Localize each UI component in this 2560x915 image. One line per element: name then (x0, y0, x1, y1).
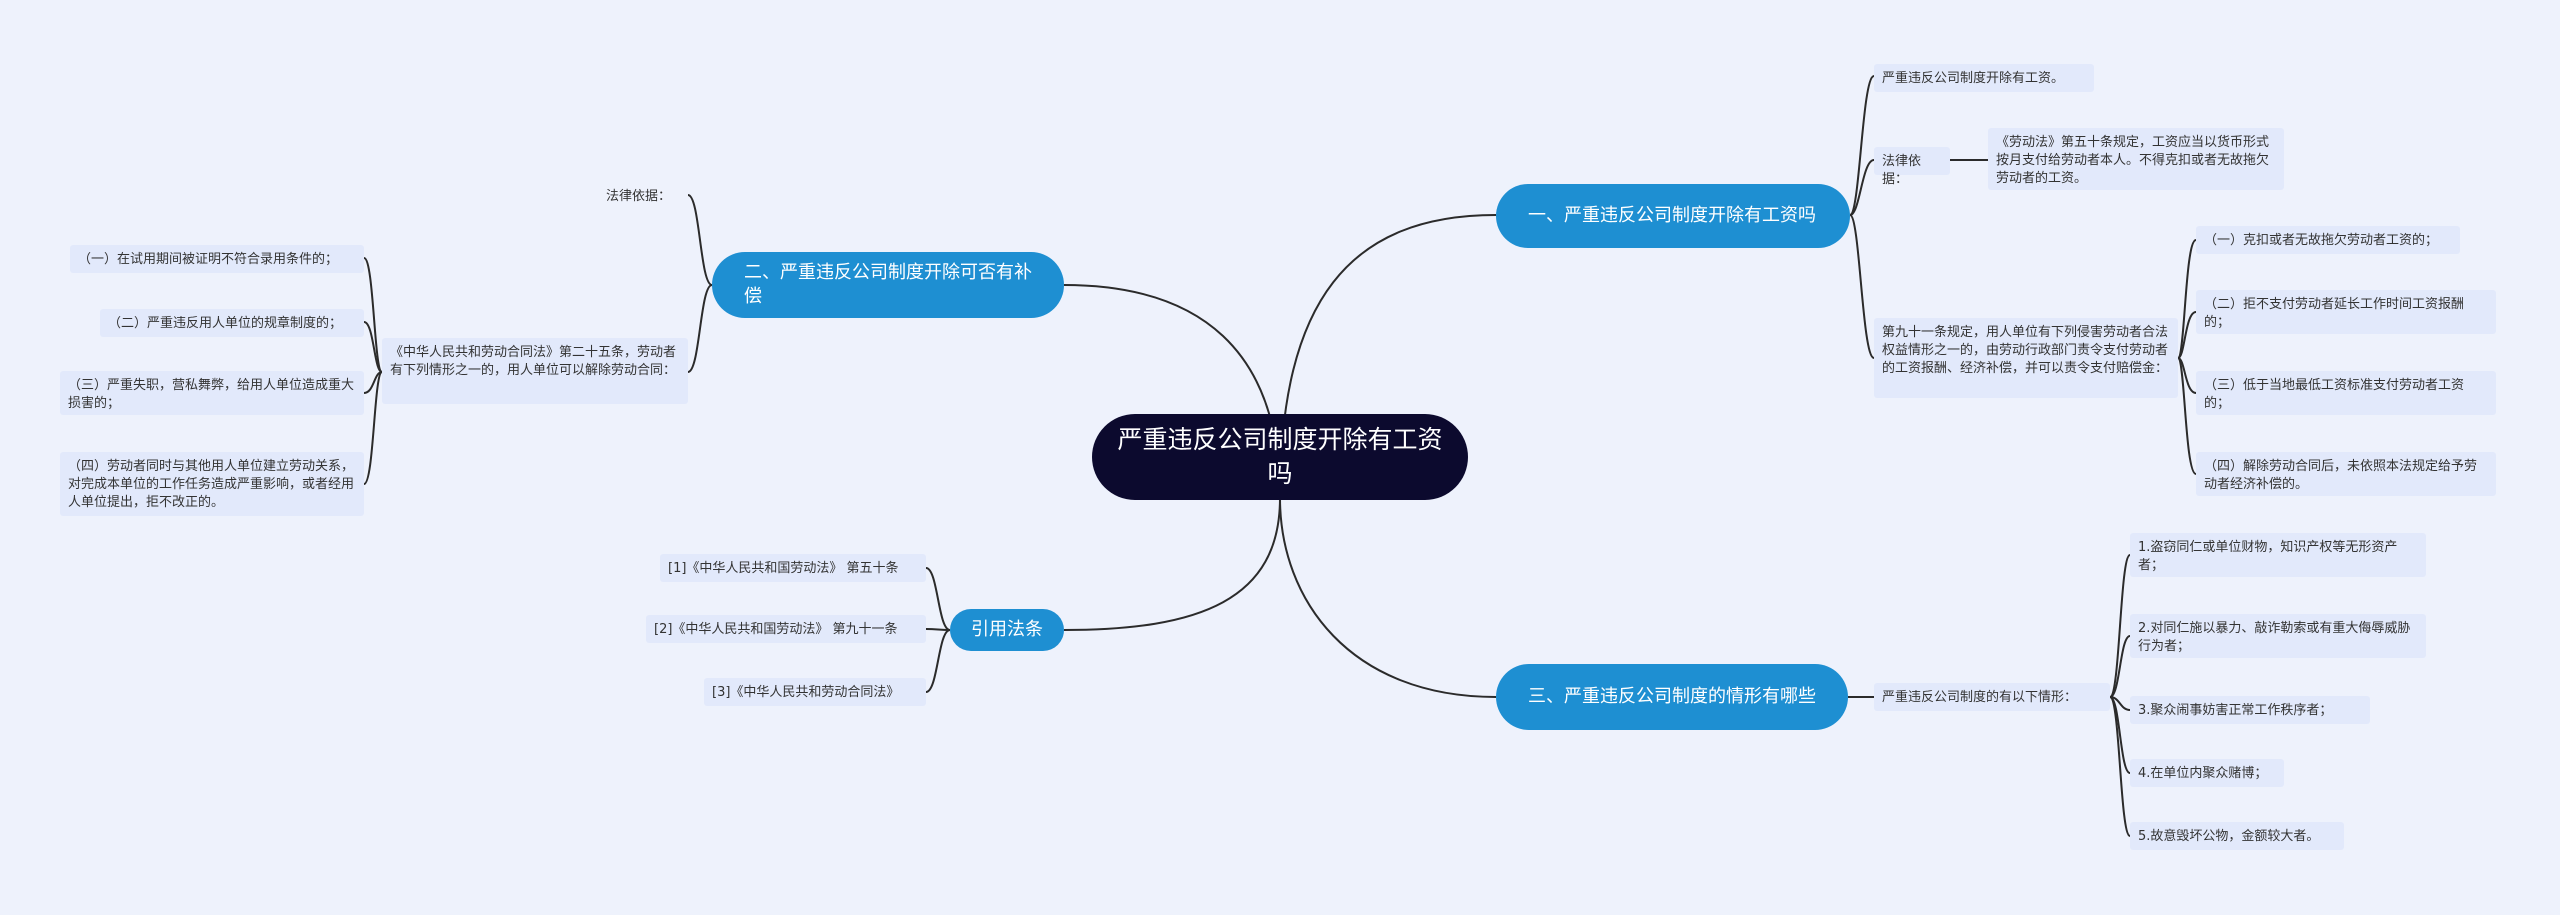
center-topic[interactable]: 严重违反公司制度开除有工资吗 (1092, 414, 1468, 500)
b2-case-4-text: （四）劳动者同时与其他用人单位建立劳动关系，对完成本单位的工作任务造成严重影响，… (68, 459, 355, 510)
b1-case-4-text: （四）解除劳动合同后，未依照本法规定给予劳动者经济补偿的。 (2204, 459, 2478, 492)
b2-case-1-text: （一）在试用期间被证明不符合录用条件的； (78, 252, 339, 267)
branch-2-label: 二、严重违反公司制度开除可否有补偿 (744, 262, 1032, 307)
b2-case-1[interactable]: （一）在试用期间被证明不符合录用条件的； (70, 245, 364, 273)
b1-conclusion-text: 严重违反公司制度开除有工资。 (1882, 71, 2065, 86)
b2-article25[interactable]: 《中华人民共和劳动合同法》第二十五条，劳动者有下列情形之一的，用人单位可以解除劳… (382, 338, 688, 404)
link-center-b4 (1063, 497, 1281, 631)
b3-case-2-text: 2.对同仁施以暴力、敲诈勒索或有重大侮辱威胁行为者； (2138, 621, 2411, 654)
b1-basis-label[interactable]: 法律依据： (1874, 147, 1950, 187)
b1-conclusion[interactable]: 严重违反公司制度开除有工资。 (1874, 64, 2094, 92)
b3-case-3-text: 3.聚众闹事妨害正常工作秩序者； (2138, 703, 2333, 718)
b2-article25-text: 《中华人民共和劳动合同法》第二十五条，劳动者有下列情形之一的，用人单位可以解除劳… (390, 345, 677, 378)
branch-3-node[interactable]: 三、严重违反公司制度的情形有哪些 (1496, 664, 1848, 730)
b2-case-2[interactable]: （二）严重违反用人单位的规章制度的； (100, 309, 364, 337)
branch-2-node[interactable]: 二、严重违反公司制度开除可否有补偿 (712, 252, 1064, 318)
b1-basis-text-content: 《劳动法》第五十条规定，工资应当以货币形式按月支付给劳动者本人。不得克扣或者无故… (1996, 135, 2270, 186)
link-a91-case1 (2177, 239, 2197, 359)
b1-case-3[interactable]: （三）低于当地最低工资标准支付劳动者工资的； (2196, 371, 2496, 415)
b1-case-1-text: （一）克扣或者无故拖欠劳动者工资的； (2204, 233, 2439, 248)
center-topic-label: 严重违反公司制度开除有工资吗 (1117, 425, 1443, 488)
link-b4-ref1 (925, 567, 951, 631)
link-intro-case1 (2109, 554, 2131, 698)
b1-case-2-text: （二）拒不支付劳动者延长工作时间工资报酬的； (2204, 297, 2465, 330)
b3-intro[interactable]: 严重违反公司制度的有以下情形： (1874, 683, 2110, 711)
link-b4-ref3 (925, 629, 951, 693)
link-b1-article91 (1849, 214, 1875, 359)
b1-basis-text[interactable]: 《劳动法》第五十条规定，工资应当以货币形式按月支付给劳动者本人。不得克扣或者无故… (1988, 128, 2284, 190)
b1-basis-label-text: 法律依据： (1882, 154, 1922, 187)
b2-case-3[interactable]: （三）严重失职，营私舞弊，给用人单位造成重大损害的； (60, 371, 364, 415)
b3-intro-text: 严重违反公司制度的有以下情形： (1882, 690, 2078, 705)
b1-article91-text: 第九十一条规定，用人单位有下列侵害劳动者合法权益情形之一的，由劳动行政部门责令支… (1882, 325, 2169, 376)
b1-case-3-text: （三）低于当地最低工资标准支付劳动者工资的； (2204, 378, 2465, 411)
b4-ref-1[interactable]: [1]《中华人民共和国劳动法》 第五十条 (660, 554, 926, 582)
b3-case-1-text: 1.盗窃同仁或单位财物，知识产权等无形资产者； (2138, 540, 2398, 573)
link-center-b3 (1279, 497, 1497, 698)
b2-case-4[interactable]: （四）劳动者同时与其他用人单位建立劳动关系，对完成本单位的工作任务造成严重影响，… (60, 452, 364, 516)
b4-ref-3-text: [3]《中华人民共和劳动合同法》 (712, 685, 900, 700)
b2-basis-label[interactable]: 法律依据： (600, 182, 688, 210)
b3-case-1[interactable]: 1.盗窃同仁或单位财物，知识产权等无形资产者； (2130, 533, 2426, 577)
link-b2-basis (687, 194, 713, 286)
b4-ref-3[interactable]: [3]《中华人民共和劳动合同法》 (704, 678, 926, 706)
b1-article91[interactable]: 第九十一条规定，用人单位有下列侵害劳动者合法权益情形之一的，由劳动行政部门责令支… (1874, 318, 2178, 398)
link-b1-item1 (1849, 75, 1875, 216)
link-b1-basis (1849, 159, 1875, 216)
b3-case-4[interactable]: 4.在单位内聚众赌博； (2130, 759, 2284, 787)
b1-case-2[interactable]: （二）拒不支付劳动者延长工作时间工资报酬的； (2196, 290, 2496, 334)
branch-4-node[interactable]: 引用法条 (950, 609, 1064, 651)
b1-case-1[interactable]: （一）克扣或者无故拖欠劳动者工资的； (2196, 226, 2460, 254)
b2-basis-label-text: 法律依据： (606, 189, 672, 204)
link-a25-case2 (363, 321, 383, 373)
b1-case-4[interactable]: （四）解除劳动合同后，未依照本法规定给予劳动者经济补偿的。 (2196, 452, 2496, 496)
branch-3-label: 三、严重违反公司制度的情形有哪些 (1528, 686, 1816, 707)
link-b2-article25 (687, 284, 713, 373)
b4-ref-2[interactable]: [2]《中华人民共和国劳动法》 第九十一条 (646, 615, 926, 643)
b4-ref-1-text: [1]《中华人民共和国劳动法》 第五十条 (668, 561, 899, 576)
b2-case-3-text: （三）严重失职，营私舞弊，给用人单位造成重大损害的； (68, 378, 355, 411)
link-intro-case5 (2109, 696, 2131, 837)
b3-case-3[interactable]: 3.聚众闹事妨害正常工作秩序者； (2130, 696, 2370, 724)
link-intro-case2 (2109, 635, 2131, 698)
b3-case-2[interactable]: 2.对同仁施以暴力、敲诈勒索或有重大侮辱威胁行为者； (2130, 614, 2426, 658)
branch-1-label: 一、严重违反公司制度开除有工资吗 (1528, 205, 1816, 226)
branch-4-label: 引用法条 (971, 619, 1043, 640)
link-a25-case4 (363, 371, 383, 485)
b2-case-2-text: （二）严重违反用人单位的规章制度的； (108, 316, 343, 331)
link-b4-ref2 (925, 628, 951, 631)
b3-case-4-text: 4.在单位内聚众赌博； (2138, 766, 2268, 781)
b3-case-5-text: 5.故意毁坏公物，金额较大者。 (2138, 829, 2320, 844)
branch-1-node[interactable]: 一、严重违反公司制度开除有工资吗 (1496, 184, 1850, 248)
b3-case-5[interactable]: 5.故意毁坏公物，金额较大者。 (2130, 822, 2344, 850)
link-a25-case1 (363, 257, 383, 373)
link-a91-case4 (2177, 357, 2197, 475)
b4-ref-2-text: [2]《中华人民共和国劳动法》 第九十一条 (654, 622, 898, 637)
link-a91-case2 (2177, 311, 2197, 359)
